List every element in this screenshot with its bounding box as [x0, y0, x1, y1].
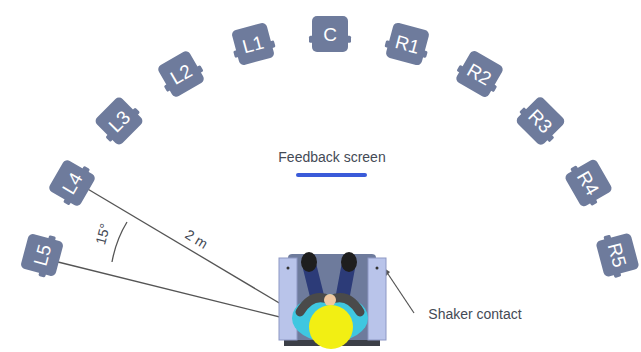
shoe	[301, 252, 317, 272]
hands	[324, 294, 336, 306]
angle-label: 15°	[93, 220, 113, 248]
angle-line	[58, 262, 300, 322]
shaker-point	[376, 267, 379, 270]
speaker-box: R1	[385, 22, 430, 66]
speaker-body	[47, 158, 96, 207]
speaker-box: L2	[156, 49, 205, 98]
speaker-label: L5	[30, 242, 54, 267]
feedback-screen	[298, 173, 365, 177]
speaker-box: R5	[595, 232, 639, 277]
shaker-point	[287, 267, 290, 270]
shaker-panel	[279, 258, 297, 340]
speaker-body	[231, 22, 275, 66]
speaker-body	[20, 233, 64, 277]
speaker-body	[385, 22, 430, 66]
speaker-box: L5	[20, 233, 64, 277]
speaker-box: R3	[515, 95, 567, 147]
speaker-body	[94, 96, 145, 147]
speaker-box: L4	[47, 158, 96, 207]
speaker-label: C	[323, 25, 337, 44]
speaker-box: L1	[231, 22, 275, 66]
angle-arc	[112, 222, 127, 262]
speaker-box: C	[312, 16, 348, 52]
callout-label: Shaker contact	[428, 307, 521, 321]
speaker-body	[515, 95, 567, 147]
screen-label: Feedback screen	[278, 150, 385, 164]
speaker-label: L1	[240, 32, 265, 56]
speaker-body	[312, 16, 348, 52]
speaker-box: R2	[454, 49, 504, 99]
speaker-body	[156, 49, 205, 98]
shaker-panel	[368, 258, 386, 340]
speaker-body	[454, 49, 504, 99]
speaker-body	[563, 158, 613, 208]
leader-line	[384, 268, 414, 313]
speaker-box: R4	[563, 158, 613, 208]
speaker-body	[595, 232, 639, 277]
shoe	[341, 252, 357, 272]
head	[309, 305, 353, 349]
speaker-box: L3	[94, 96, 145, 147]
